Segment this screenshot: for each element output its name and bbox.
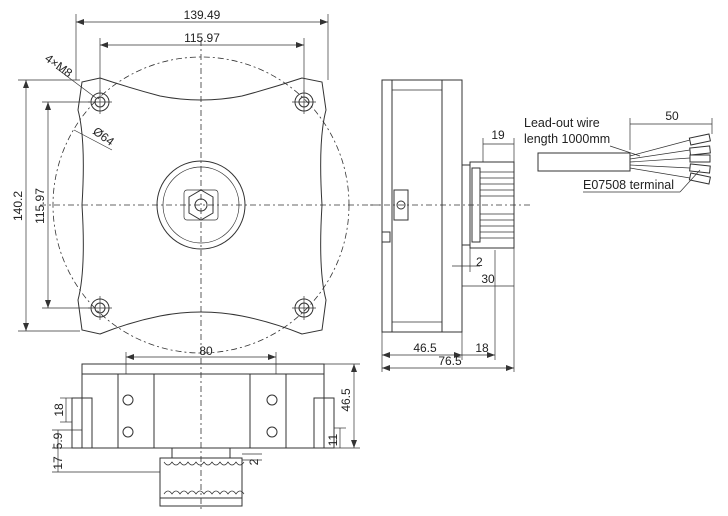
lead-wire-note-line1: Lead-out wire [524,116,600,130]
dim-140-2: 140.2 [11,191,25,221]
hex-nut [188,189,214,221]
dim-139-49: 139.49 [184,8,221,22]
front-body-circle [52,56,350,354]
dim-2-bottom: 2 [247,458,261,465]
dim-11: 11 [326,433,340,446]
dim-115-97-vertical: 115.97 [33,188,47,224]
dim-18-bottom: 18 [52,403,66,417]
dim-76-5: 76.5 [438,354,462,368]
dim-115-97-horizontal: 115.97 [184,31,220,45]
terminal-note: E07508 terminal [583,178,674,192]
dim-2-side: 2 [476,255,483,269]
front-hub [156,160,246,250]
front-flange-outline [77,77,327,335]
dim-46-5-bottom: 46.5 [339,388,353,412]
lead-wire-view: 50 Lead-out wire length 1000mm E07508 te… [524,109,713,193]
label-4xm8: 4×M8 [42,51,75,80]
dim-19: 19 [491,128,505,142]
dim-46-5-side: 46.5 [413,341,437,355]
dim-30: 30 [481,272,495,286]
bottom-holes [122,394,278,438]
front-view: 139.49 115.97 140.2 115.97 4×M8 Ø64 [11,8,380,355]
dim-5-9: 5.9 [51,432,65,449]
dim-50: 50 [665,109,679,123]
dim-18-side: 18 [475,341,489,355]
dim-17: 17 [51,456,65,470]
side-view: 19 2 30 46.5 18 76.5 [370,79,530,372]
lead-wire-note-line2: length 1000mm [524,132,610,146]
bottom-view: 80 46.5 11 18 5.9 17 2 [51,344,360,512]
dim-80: 80 [199,344,213,358]
lead-wire-sheath [537,152,631,172]
